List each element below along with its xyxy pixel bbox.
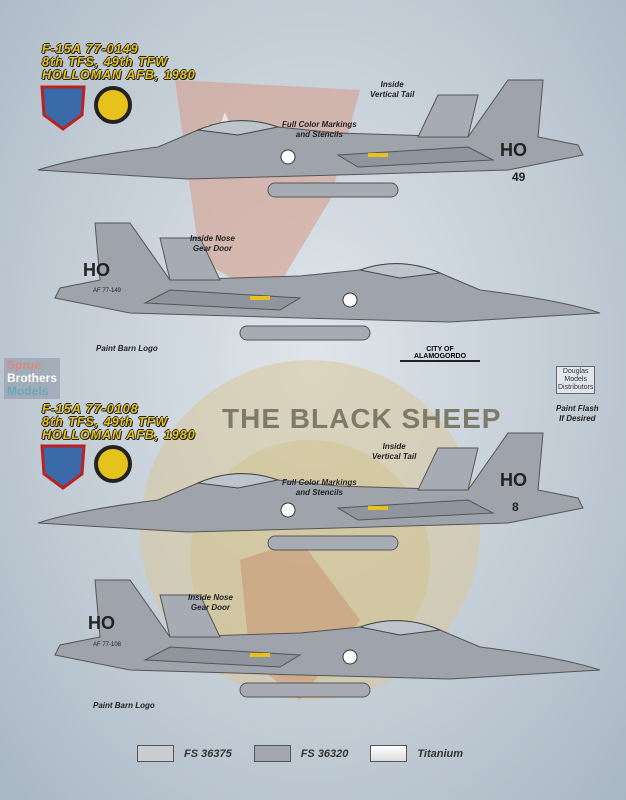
wing-shield-icon	[40, 85, 86, 131]
tail-serial: AF 77-149	[93, 288, 122, 294]
swatch-fs36320	[253, 745, 291, 762]
profile-2-title: F-15A 77-0108 8th TFS, 49th TFW HOLLOMAN…	[42, 403, 196, 442]
legend-label: FS 36375	[184, 747, 232, 760]
black-sheep-patch-icon	[94, 86, 132, 124]
sprue-brothers-watermark: Sprue Brothers Models	[4, 358, 61, 399]
profile-1-title: F-15A 77-0149 8th TFS, 49th TFW HOLLOMAN…	[42, 43, 196, 82]
tail-number: 49	[512, 170, 526, 184]
tail-code: HO	[500, 140, 527, 160]
title-line: F-15A 77-0108	[42, 402, 139, 416]
title-line: 8th TFS, 49th TFW	[42, 415, 169, 429]
black-sheep-patch-icon	[94, 445, 132, 483]
color-legend: FS 36375 FS 36320 Titanium	[137, 745, 463, 762]
title-line: F-15A 77-0149	[42, 42, 139, 56]
watermark-line: Brothers	[7, 371, 58, 385]
note-paint-barn-logo: Paint Barn Logo	[93, 701, 155, 710]
tail-serial: AF 77-108	[93, 642, 122, 648]
jet-profile-2-right	[54, 579, 601, 698]
swatch-titanium	[370, 745, 408, 762]
note-paint-barn-logo: Paint Barn Logo	[96, 344, 158, 353]
black-sheep-emblem-text: THE BLACK SHEEP	[222, 403, 502, 434]
jet-profile-1-right	[54, 222, 601, 341]
legend-label: Titanium	[417, 747, 464, 760]
city-of-alamogordo-logo: CITY OF ALAMOGORDO	[400, 346, 480, 362]
tail-number: 8	[512, 500, 519, 514]
tail-code: HO	[83, 260, 110, 280]
wing-shield-icon	[40, 444, 86, 490]
legend-label: FS 36320	[300, 747, 349, 760]
title-line: HOLLOMAN AFB, 1980	[42, 428, 196, 442]
watermark-line: Models	[7, 384, 49, 398]
title-line: 8th TFS, 49th TFW	[42, 55, 169, 69]
title-line: HOLLOMAN AFB, 1980	[42, 68, 196, 82]
watermark-line: Sprue	[7, 358, 42, 372]
tail-code: HO	[500, 470, 527, 490]
swatch-fs36375	[137, 745, 174, 762]
tail-code: HO	[88, 613, 115, 633]
